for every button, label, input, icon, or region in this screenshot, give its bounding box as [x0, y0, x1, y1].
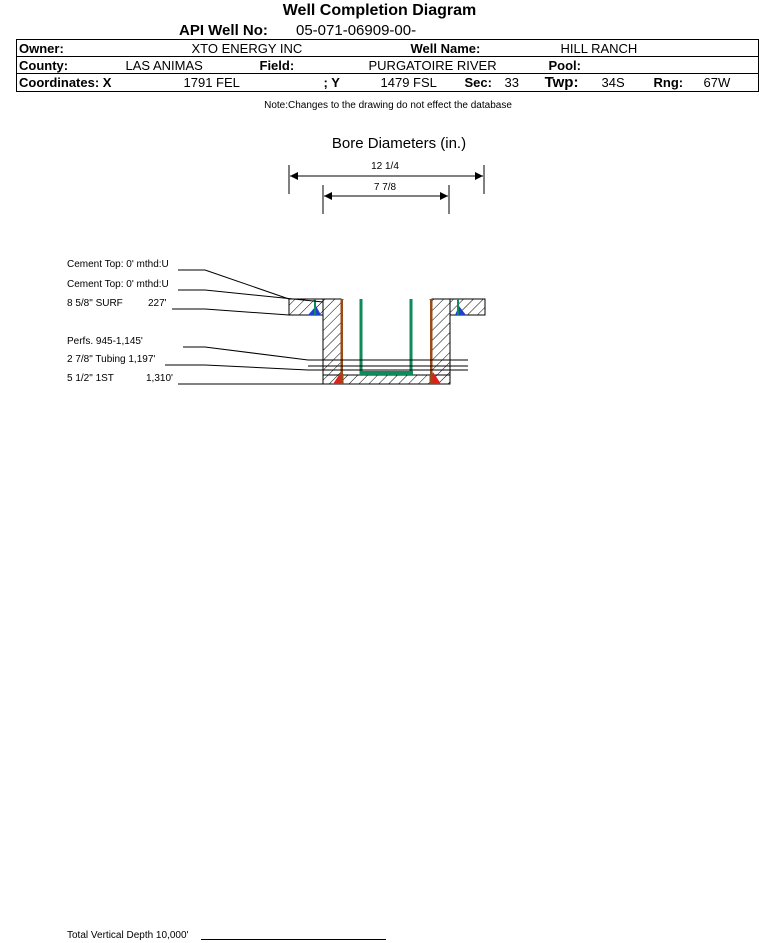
bore-diameters-title: Bore Diameters (in.)	[332, 135, 466, 152]
rng-label: Rng:	[653, 73, 702, 92]
wellbore-interior	[343, 300, 430, 374]
twp-label: Twp:	[544, 74, 579, 91]
bore-inner-label: 7 7/8	[374, 182, 397, 193]
field-label: Field:	[253, 56, 369, 74]
well-name-value: HILL RANCH	[538, 39, 759, 57]
api-value: 05-071-06909-00-	[296, 22, 417, 39]
coordinates-row: Coordinates: X 1791 FEL ; Y 1479 FSL Sec…	[16, 73, 759, 92]
cement-top-2-label: Cement Top: 0' mthd:U	[67, 279, 169, 290]
formation-left-lower	[322, 298, 342, 385]
coord-x-value: 1791 FEL	[183, 73, 254, 92]
tubing-bottom	[361, 371, 413, 375]
coord-y-label: ; Y	[323, 73, 369, 92]
twp-value: 34S	[601, 73, 654, 92]
bore-outer-label: 12 1/4	[371, 161, 399, 172]
owner-label: Owner:	[16, 39, 124, 57]
county-label: County:	[16, 56, 124, 74]
surf-casing-label: 8 5/8" SURF	[67, 298, 123, 309]
coord-y-value: 1479 FSL	[368, 73, 447, 92]
sec-value: 33 Twp:	[504, 73, 579, 92]
total-vertical-depth: Total Vertical Depth 10,000'	[67, 930, 189, 941]
formation-right-upper	[448, 298, 486, 316]
surf-casing-depth: 227'	[148, 298, 167, 309]
formation-right-lower	[431, 298, 451, 385]
cement-top-2-leader	[204, 289, 324, 303]
pool-label: Pool:	[538, 56, 654, 74]
production-casing-label: 5 1/2" 1ST	[67, 373, 114, 384]
surf-casing-leader	[204, 308, 290, 316]
page-title: Well Completion Diagram	[282, 2, 477, 19]
well-name-label: Well Name:	[368, 39, 539, 57]
perfs-leader	[204, 346, 309, 361]
production-cement-right	[430, 372, 441, 384]
cement-top-1-leader	[204, 269, 290, 300]
production-casing-depth: 1,310'	[146, 373, 173, 384]
rng-value: 67W	[701, 73, 759, 92]
perfs-label: Perfs. 945-1,145'	[67, 336, 143, 347]
drawing-note: Note:Changes to the drawing do not effec…	[264, 100, 512, 111]
tvd-underline	[201, 939, 386, 940]
tubing-label: 2 7/8" Tubing 1,197'	[67, 354, 155, 365]
county-row: County: LAS ANIMAS Field: PURGATOIRE RIV…	[16, 56, 759, 74]
tubing-leader	[204, 364, 309, 371]
well-header-table: Owner: XTO ENERGY INC Well Name: HILL RA…	[16, 39, 759, 92]
api-label: API Well No:	[179, 22, 268, 39]
cement-top-1-label: Cement Top: 0' mthd:U	[67, 259, 169, 270]
